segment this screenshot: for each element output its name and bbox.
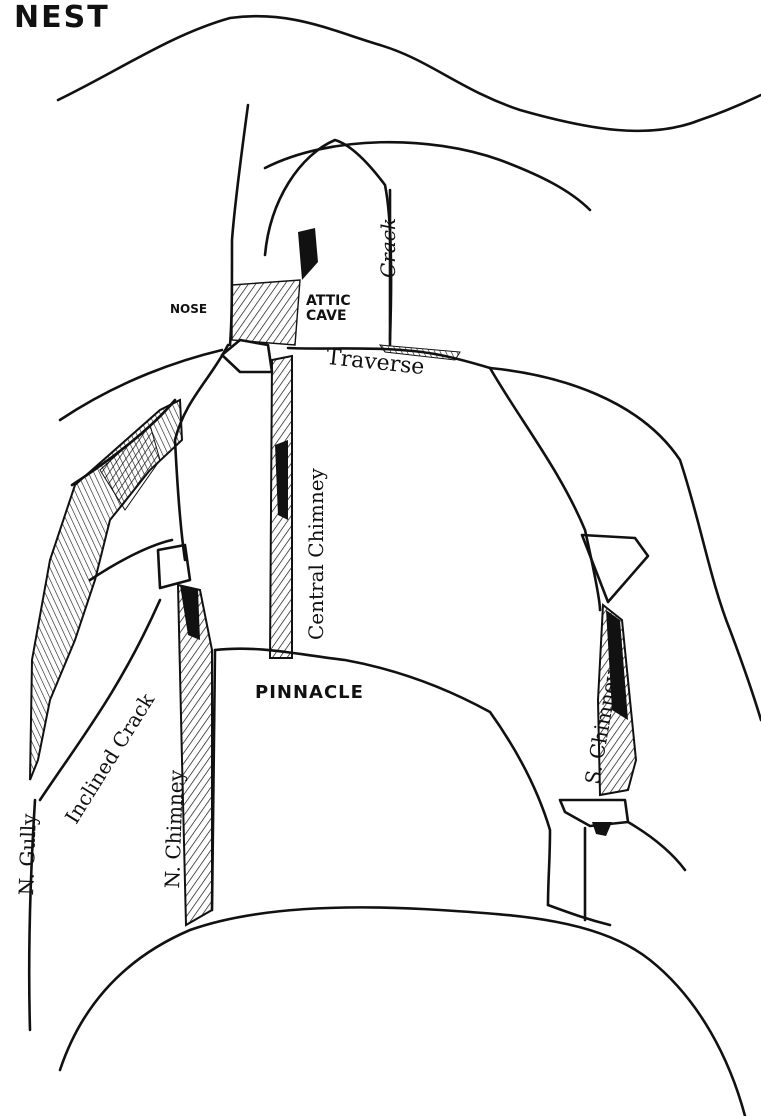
s-chimney-lower-right: [628, 822, 685, 870]
label-central-chimney: Central Chimney: [304, 468, 328, 640]
label-crack: Crack: [376, 218, 400, 278]
center-face-left: [175, 345, 228, 560]
label-attic-line1: ATTIC: [306, 294, 351, 309]
title: NEST: [14, 0, 110, 35]
label-attic-line2: CAVE: [306, 309, 351, 324]
label-attic: ATTIC CAVE: [306, 294, 351, 324]
label-pinnacle: PINNACLE: [255, 682, 364, 703]
foreground-hill: [60, 907, 745, 1116]
inclined-crack-ledge: [158, 545, 190, 588]
s-chimney-top: [582, 535, 648, 602]
label-n-gully: N. Gully: [14, 813, 41, 896]
label-n-chimney: N. Chimney: [160, 770, 188, 889]
right-wall: [490, 368, 600, 610]
nose-shade: [232, 280, 300, 345]
attic-cave-shade: [298, 228, 318, 280]
label-nose: NOSE: [170, 302, 207, 316]
ridge-outline: [58, 16, 761, 131]
s-chimney-base-dark: [592, 822, 612, 836]
